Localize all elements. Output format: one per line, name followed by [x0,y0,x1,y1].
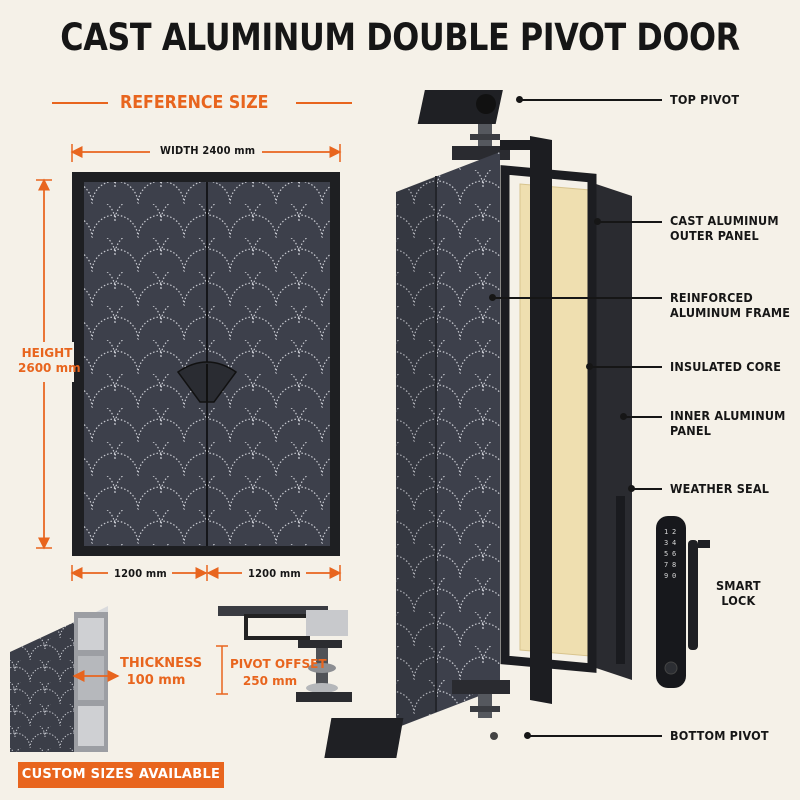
smart-lock [656,516,710,688]
label-inner-panel-line2: PANEL [670,423,712,438]
callout-dot-outer-panel [594,218,601,225]
thickness-label-line1: THICKNESS [120,656,203,671]
keypad-digit: 4 [672,539,677,547]
keypad-digit: 8 [672,561,677,569]
label-core: INSULATED CORE [670,359,782,374]
width-label: WIDTH 2400 mm [160,144,256,157]
label-inner-panel: INNER ALUMINUM PANEL [670,408,786,438]
pivot-offset-detail [218,606,352,702]
label-outer-panel: CAST ALUMINUM OUTER PANEL [670,213,779,243]
keypad-digit: 3 [664,539,669,547]
label-bottom-pivot: BOTTOM PIVOT [670,728,769,743]
pivot-offset-label-line2: 250 mm [242,674,298,688]
custom-sizes-badge: CUSTOM SIZES AVAILABLE [18,762,224,788]
callout-line-seal [634,488,662,490]
keypad-digit: 7 [664,561,669,569]
callout-line-core [592,366,662,368]
keypad-digit: 9 [664,572,669,580]
smart-lock-keypad: 1 2 3 4 5 6 7 8 9 0 [664,528,680,580]
reference-heading: REFERENCE SIZE [120,92,269,113]
callout-line-outer-panel [600,221,662,223]
callout-dot-frame [489,294,496,301]
label-top-pivot: TOP PIVOT [670,92,740,107]
label-smart-lock: SMART LOCK [716,578,761,608]
pivot-offset-label: PIVOT OFFSET 250 mm [230,656,327,690]
label-seal: WEATHER SEAL [670,481,770,496]
callout-dot-bottom-pivot [524,732,531,739]
height-label-line1: HEIGHT [21,346,73,360]
label-frame-line1: REINFORCED [670,290,753,305]
pivot-offset-label-line1: PIVOT OFFSET [230,657,327,671]
callout-line-top-pivot [522,99,662,101]
label-outer-panel-line1: CAST ALUMINUM [670,213,779,228]
height-label: HEIGHT 2600 mm [18,346,81,376]
callout-dot-top-pivot [516,96,523,103]
leaf-right-label: 1200 mm [248,567,301,580]
keypad-digit: 5 [664,550,669,558]
keypad-digit: 2 [672,528,677,536]
callout-dot-core [586,363,593,370]
label-frame-line2: ALUMINUM FRAME [670,305,791,320]
callout-line-bottom-pivot [530,735,662,737]
thickness-label: THICKNESS 100 mm [120,655,203,689]
label-frame: REINFORCED ALUMINUM FRAME [670,290,790,320]
leaf-left-label: 1200 mm [114,567,167,580]
height-label-line2: 2600 mm [18,361,81,375]
keypad-digit: 0 [672,572,677,580]
reference-door [72,172,340,556]
keypad-digit: 6 [672,550,677,558]
callout-dot-seal [628,485,635,492]
callout-line-inner-panel [626,416,662,418]
label-outer-panel-line2: OUTER PANEL [670,228,759,243]
thickness-label-line2: 100 mm [126,673,186,688]
keypad-digit: 1 [664,528,669,536]
exploded-door [324,90,632,758]
callout-dot-inner-panel [620,413,627,420]
label-smart-lock-line2: LOCK [721,593,756,608]
page-title: CAST ALUMINUM DOUBLE PIVOT DOOR [60,16,740,59]
thickness-profile [10,606,108,752]
label-inner-panel-line1: INNER ALUMINUM [670,408,786,423]
callout-line-frame [495,297,662,299]
label-smart-lock-line1: SMART [716,578,761,593]
